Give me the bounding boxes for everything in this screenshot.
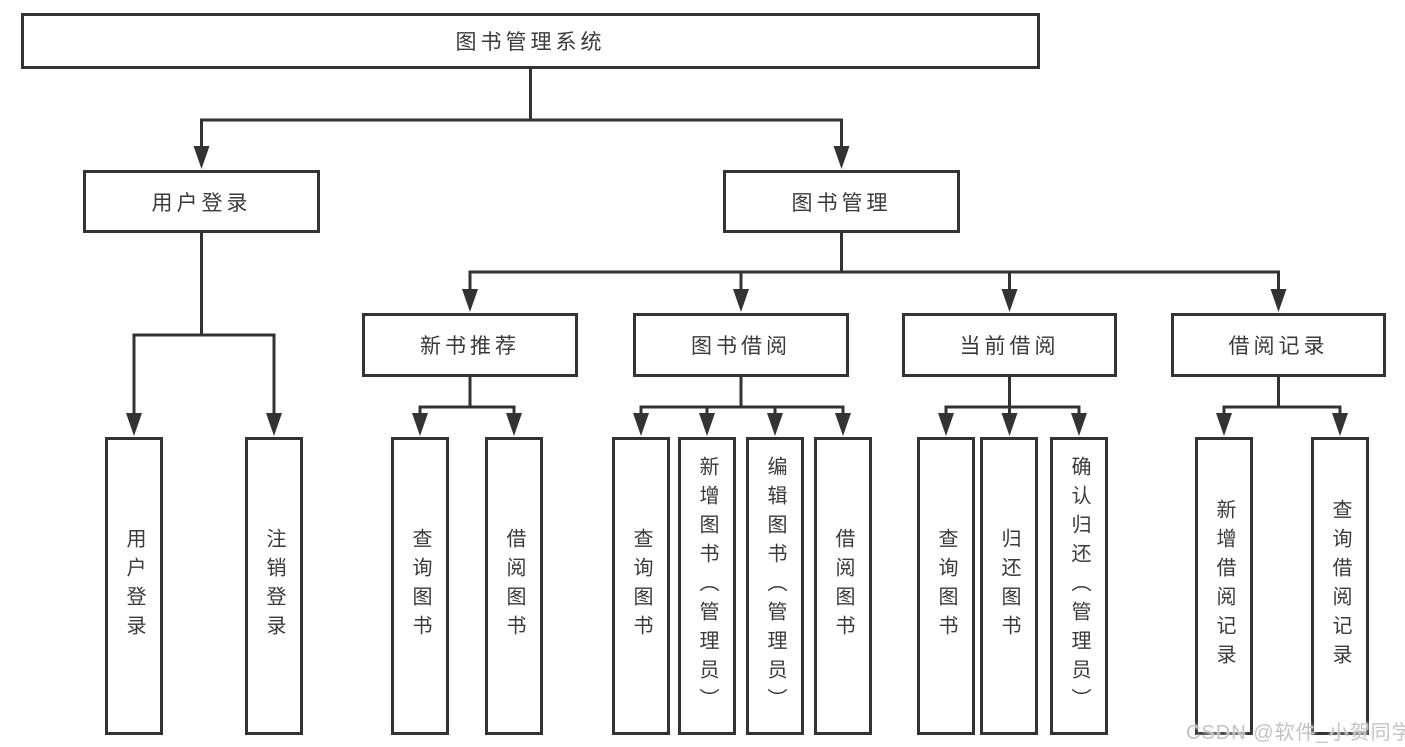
leaf-query-books-recommend: 查询图书	[391, 437, 449, 735]
watermark: CSDN @软件_小贺同学	[1186, 722, 1405, 744]
leaf-confirm-return-admin: 确认归还（管理员）	[1050, 437, 1108, 735]
node-user-login: 用户登录	[83, 170, 320, 233]
leaf-borrow-books: 借阅图书	[814, 437, 872, 735]
leaf-query-borrow-record: 查询借阅记录	[1311, 437, 1369, 735]
leaf-query-books-borrow: 查询图书	[612, 437, 670, 735]
leaf-borrow-books-recommend: 借阅图书	[485, 437, 543, 735]
leaf-edit-book-admin: 编辑图书（管理员）	[746, 437, 804, 735]
node-root-system: 图书管理系统	[21, 13, 1040, 69]
node-current-borrowing: 当前借阅	[902, 313, 1117, 377]
leaf-return-books: 归还图书	[980, 437, 1038, 735]
node-book-borrowing: 图书借阅	[633, 313, 849, 377]
leaf-add-borrow-record: 新增借阅记录	[1195, 437, 1253, 735]
leaf-query-books-current: 查询图书	[917, 437, 975, 735]
leaf-add-book-admin: 新增图书（管理员）	[678, 437, 736, 735]
node-new-book-recommend: 新书推荐	[362, 313, 578, 377]
leaf-logout: 注销登录	[245, 437, 303, 735]
node-book-management: 图书管理	[723, 170, 960, 233]
leaf-user-login: 用户登录	[105, 437, 163, 735]
arrowheads	[126, 146, 1348, 436]
node-borrow-records: 借阅记录	[1171, 313, 1386, 377]
